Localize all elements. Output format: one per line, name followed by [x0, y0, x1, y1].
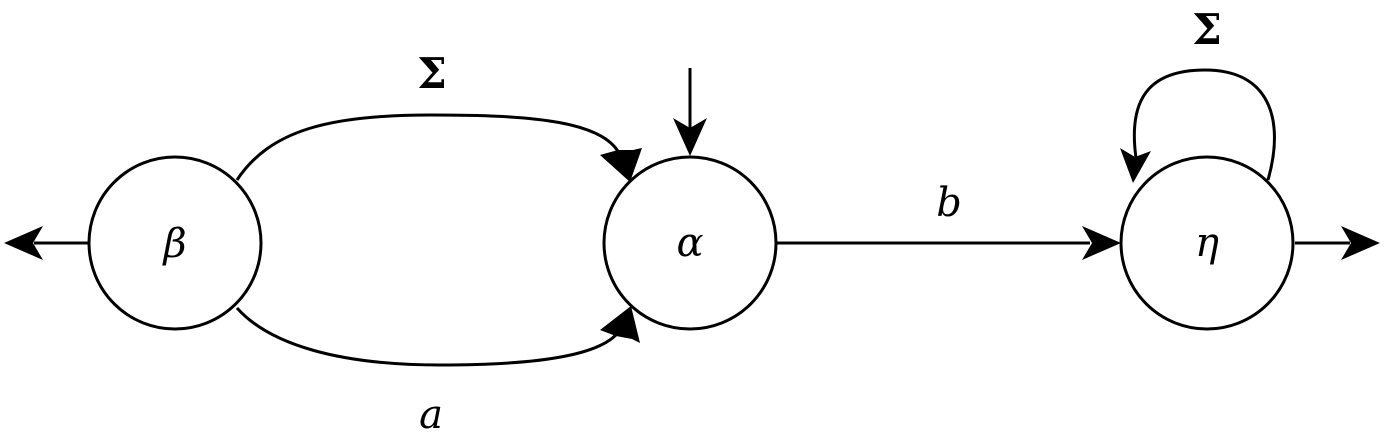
state-beta: β: [87, 155, 263, 331]
edge-label-alpha-eta: b: [936, 180, 962, 226]
arrowhead-final-eta: [1341, 226, 1380, 260]
arrowhead-self-loop-eta: [1120, 148, 1151, 183]
state-alpha-circle: [602, 155, 778, 331]
state-beta-circle: [87, 155, 263, 331]
state-eta-label: η: [1195, 220, 1219, 266]
arrowhead-to-eta: [1082, 226, 1121, 260]
edge-label-beta-alpha-bottom: a: [419, 392, 443, 438]
state-alpha: α: [602, 155, 778, 331]
arrowhead-bottom-to-alpha: [600, 306, 640, 343]
arrowhead-top-to-alpha: [600, 148, 642, 182]
edge-label-beta-alpha-top: Σ: [417, 49, 447, 98]
state-alpha-label: α: [676, 220, 703, 266]
state-beta-label: β: [161, 221, 186, 267]
edge-beta-alpha-bottom: [235, 307, 624, 367]
state-eta: η: [1119, 155, 1295, 331]
state-eta-circle: [1119, 155, 1295, 331]
edge-eta-self-loop: [1132, 68, 1276, 181]
arrowhead-final-beta: [4, 226, 43, 260]
arrowhead-start-alpha: [673, 118, 707, 156]
edge-label-eta-self-loop: Σ: [1192, 5, 1222, 54]
edge-beta-alpha-top: [235, 113, 624, 181]
